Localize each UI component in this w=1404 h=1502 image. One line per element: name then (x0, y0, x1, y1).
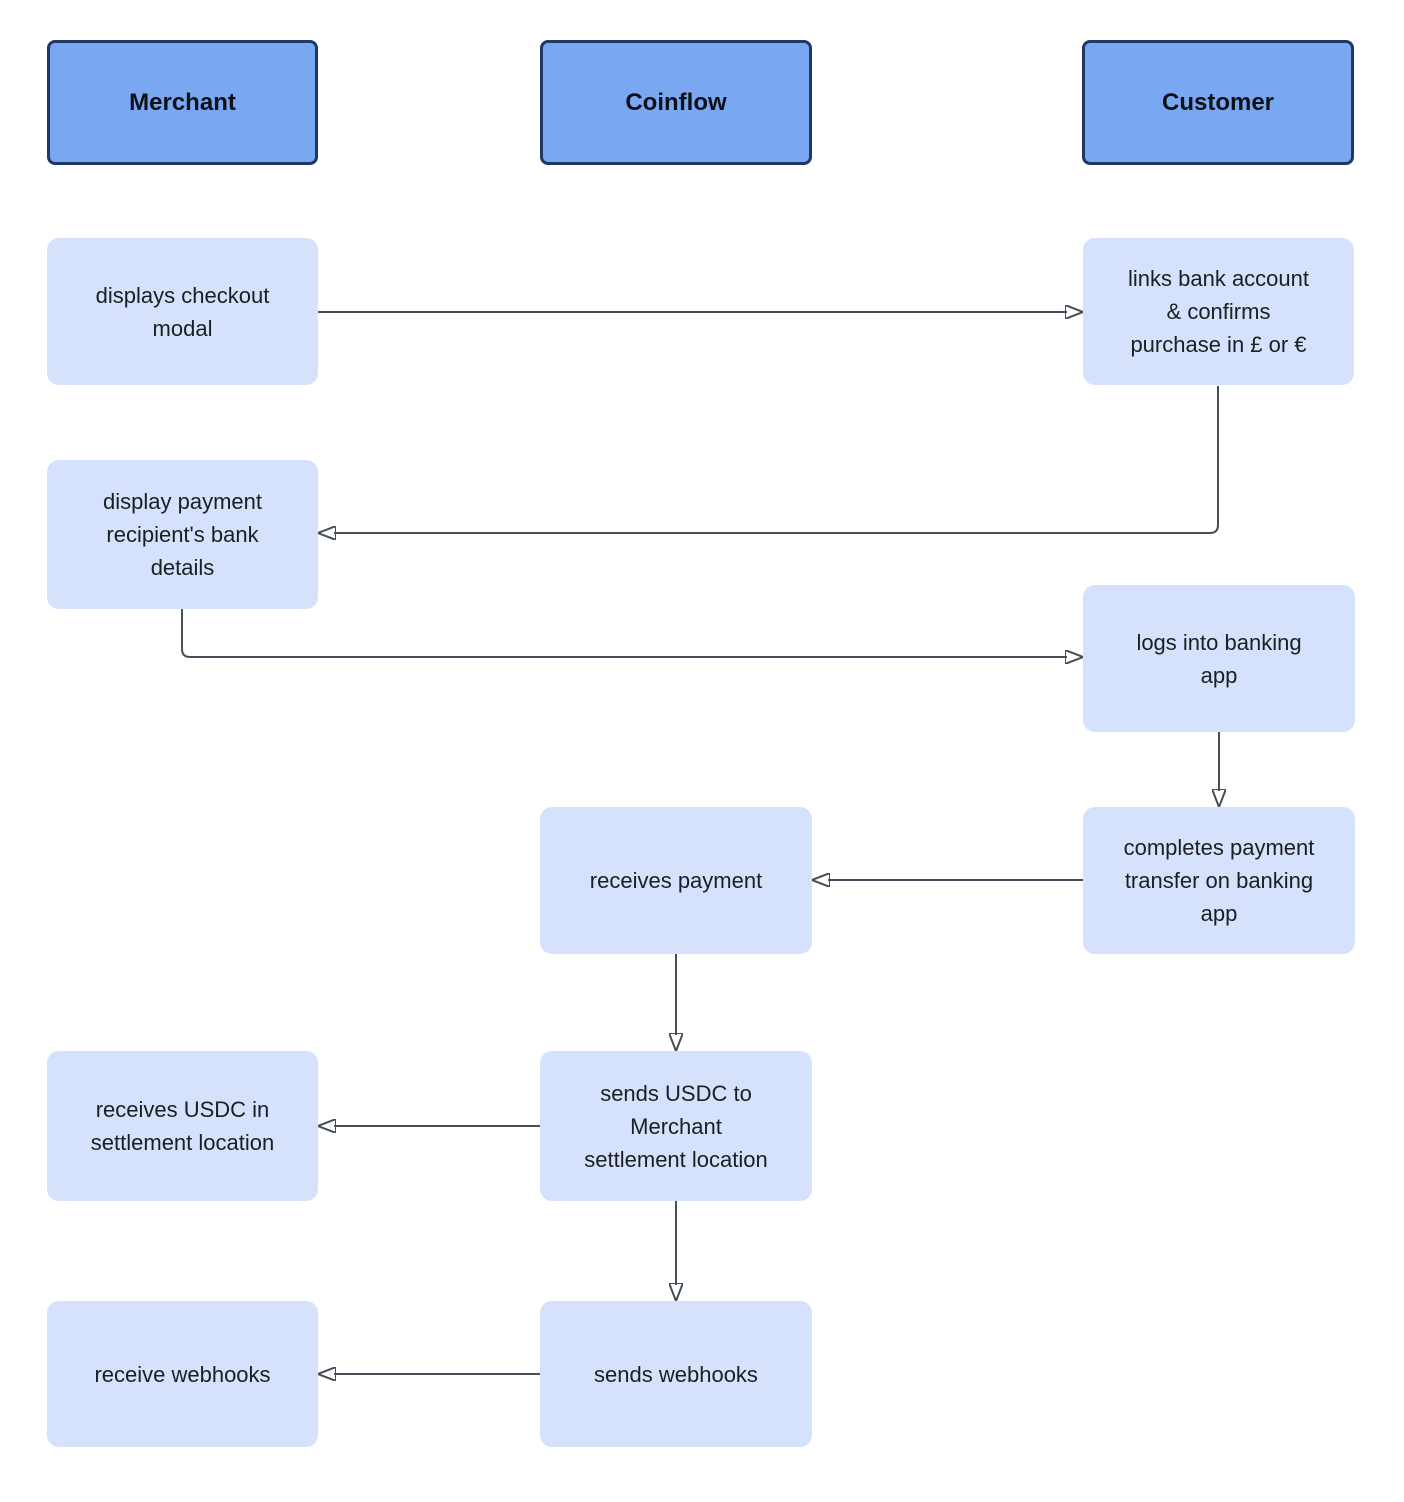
node-sends-usdc-to-merchant-settlement-location-label: sends USDC to Merchant settlement locati… (584, 1080, 768, 1172)
edge-links-bank-to-display-payment (334, 386, 1219, 533)
node-logs-into-banking-app-label: logs into banking app (1136, 629, 1302, 688)
node-receives-payment-label: receives payment (589, 868, 763, 893)
node-links-bank-account: links bank account & confirms purchase i… (1083, 238, 1354, 385)
node-display-payment-recipients-bank-details-label: display payment recipient's bank details (103, 489, 262, 580)
node-sends-webhooks-label: sends webhooks (594, 1361, 758, 1387)
node-sends-usdc-to-merchant-settlement-location: sends USDC to Merchant settlement locati… (540, 1051, 812, 1201)
node-receives-payment: receives payment (540, 807, 812, 954)
node-receive-webhooks-label: receive webhooks (94, 1361, 271, 1387)
lane-header-coinflow: Coinflow (540, 40, 812, 165)
lane-header-merchant-label: Merchant (129, 88, 236, 116)
node-displays-checkout-modal-label: displays checkout modal (95, 282, 270, 341)
node-receive-webhooks: receive webhooks (47, 1301, 318, 1447)
lane-header-customer: Customer (1082, 40, 1354, 165)
node-completes-payment-transfer: completes payment transfer on banking ap… (1083, 807, 1355, 954)
lane-header-customer-label: Customer (1161, 88, 1275, 116)
node-logs-into-banking-app: logs into banking app (1083, 585, 1355, 732)
node-displays-checkout-modal: displays checkout modal (47, 238, 318, 385)
node-links-bank-account-label: links bank account & confirms purchase i… (1128, 266, 1309, 357)
lane-header-merchant: Merchant (47, 40, 318, 165)
edge-display-payment-to-logs-into (181, 609, 1067, 657)
lane-header-coinflow-label: Coinflow (625, 88, 727, 116)
node-sends-webhooks: sends webhooks (540, 1301, 812, 1447)
node-receives-usdc-in-settlement-location: receives USDC in settlement location (47, 1051, 318, 1201)
node-completes-payment-transfer-label: completes payment transfer on banking ap… (1123, 835, 1315, 926)
node-display-payment-recipients-bank-details: display payment recipient's bank details (47, 460, 318, 609)
node-receives-usdc-in-settlement-location-label: receives USDC in settlement location (90, 1097, 275, 1155)
